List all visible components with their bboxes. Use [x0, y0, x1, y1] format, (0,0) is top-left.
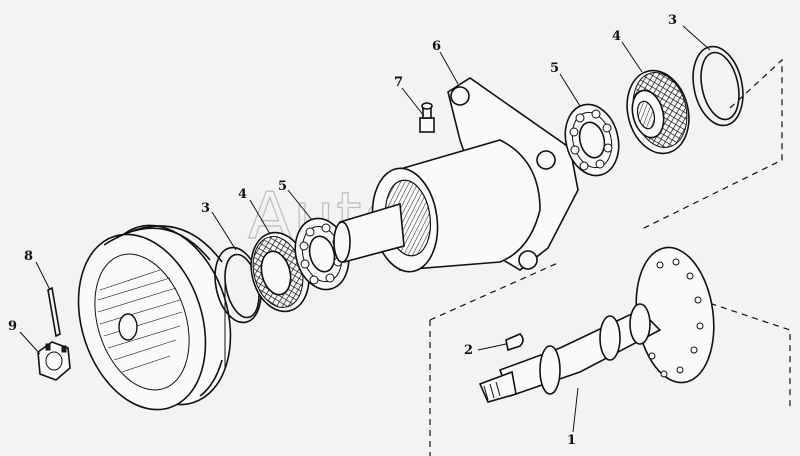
cotter-pin — [47, 286, 61, 338]
callout-3-left: 3 — [201, 201, 210, 216]
callout-9: 9 — [8, 319, 17, 334]
callout-1: 1 — [567, 433, 576, 448]
housing — [333, 77, 579, 273]
callout-7: 7 — [394, 75, 403, 90]
bearing-right — [564, 103, 620, 177]
callout-6: 6 — [432, 39, 441, 54]
callout-5-left: 5 — [278, 179, 287, 194]
callout-5-right: 5 — [550, 61, 559, 76]
seal-right — [626, 69, 690, 155]
assembly-guide-lines — [429, 58, 791, 456]
retaining-ring-right — [692, 45, 744, 127]
grease-fitting — [419, 102, 435, 133]
callout-4-right: 4 — [612, 29, 621, 44]
callout-4-left: 4 — [238, 187, 247, 202]
pulley — [77, 224, 232, 411]
callout-3-right: 3 — [668, 13, 677, 28]
leader-lines — [19, 25, 711, 433]
callout-8: 8 — [24, 249, 33, 264]
woodruff-key — [505, 333, 524, 352]
castle-nut — [37, 341, 71, 381]
callout-labels: 1 2 3 3 4 4 5 5 6 7 8 9 — [8, 13, 677, 448]
callout-2: 2 — [464, 343, 473, 358]
shaft — [478, 246, 715, 403]
